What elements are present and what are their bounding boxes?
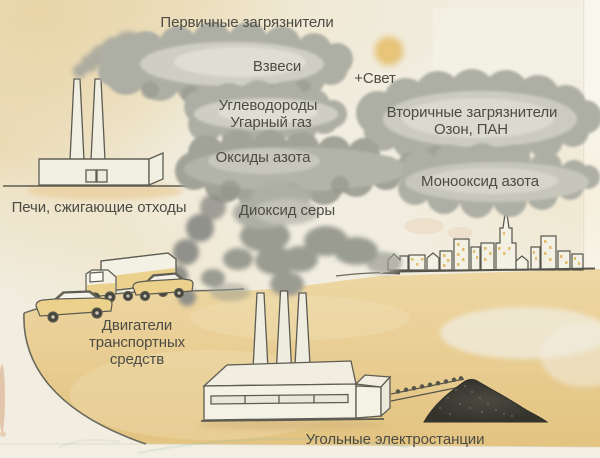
power-plant: [197, 290, 392, 430]
incinerator-plant: [3, 78, 192, 200]
label-carbon-monoxide: Угарный газ: [230, 114, 312, 131]
vehicles: [35, 252, 194, 323]
label-sulfur-dioxide: Диоксид серы: [238, 202, 336, 219]
label-nitrogen-oxides: Оксиды азота: [215, 149, 311, 166]
label-waste-incinerators: Печи, сжигающие отходы: [11, 199, 187, 216]
city-skyline: [387, 203, 584, 271]
car-left-figure: [35, 290, 113, 323]
label-ozone-pan: Озон, ПАН: [433, 121, 509, 138]
label-primary-pollutants: Первичные загрязнители: [160, 14, 334, 31]
incinerator-stack-left: [69, 78, 85, 161]
right-crease: [583, 0, 585, 458]
coal-pile: [423, 379, 549, 423]
city-ground-line: [397, 267, 596, 273]
label-coal-power-plants: Угольные электростанции: [305, 431, 485, 448]
sun-icon: [371, 33, 407, 69]
smoke-plume: [166, 182, 402, 306]
spire-building: [495, 207, 517, 271]
label-hydrocarbons: Углеводороды: [218, 97, 318, 114]
cloud-nitric-oxide: [398, 143, 600, 218]
incinerator-stack-right: [90, 78, 106, 161]
show-through-marks: [0, 218, 473, 454]
label-nitric-oxide: Монооксид азота: [421, 173, 539, 190]
hill-edge-line: [23, 312, 147, 445]
faint-page-edge: [433, 8, 593, 80]
cloud-secondary-pollutants: [356, 69, 600, 166]
label-suspended-particles: Взвеси: [252, 58, 302, 75]
label-plus-light: +Свет: [354, 70, 396, 87]
cloud-suspended-particles: [98, 22, 353, 107]
label-vehicle-engines: Двигатели транспортных средств: [88, 317, 186, 368]
car-right-figure: [132, 272, 194, 302]
label-secondary-pollutants: Вторичные загрязнители: [386, 104, 558, 121]
city-windows: [411, 232, 580, 267]
